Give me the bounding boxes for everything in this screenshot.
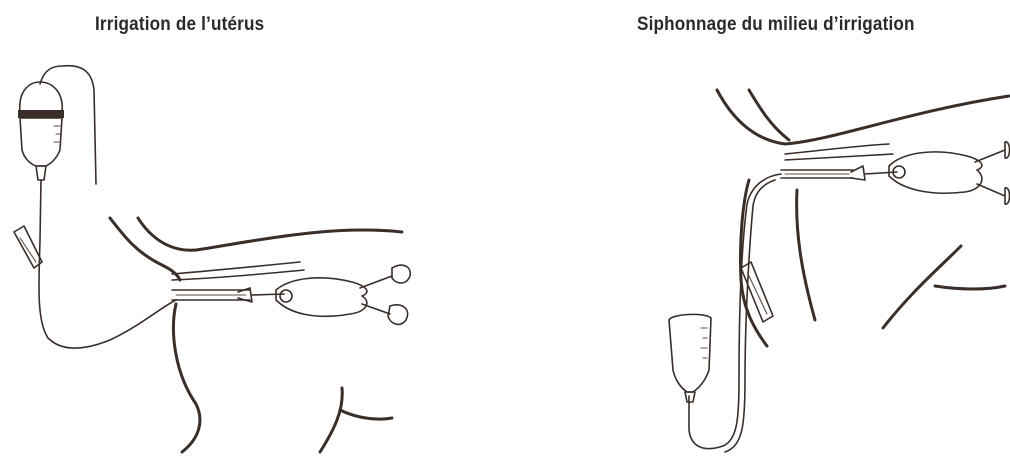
collection-container [669, 314, 711, 402]
cow-back-line [717, 90, 1009, 144]
irrigation-bag [18, 82, 64, 180]
siphon-panel: Siphonnage du milieu d’irrigation [505, 0, 1010, 457]
uterine-catheter [781, 166, 897, 180]
irrigation-tube [39, 180, 176, 348]
cow-back-line [138, 218, 402, 250]
uterus [276, 265, 410, 324]
siphon-illustration [505, 0, 1010, 457]
uterus [889, 142, 1010, 204]
vaginal-canal [785, 144, 889, 154]
irrigation-illustration [0, 0, 505, 457]
uterine-catheter [172, 288, 284, 302]
cow-hind-line [797, 190, 815, 320]
cow-leg-line [320, 388, 392, 452]
cow-belly-line [173, 304, 199, 452]
cow-leg-line [883, 246, 1005, 328]
tube-clamp [14, 226, 42, 268]
irrigation-panel: Irrigation de l’utérus [0, 0, 505, 457]
siphon-tube [689, 174, 781, 449]
